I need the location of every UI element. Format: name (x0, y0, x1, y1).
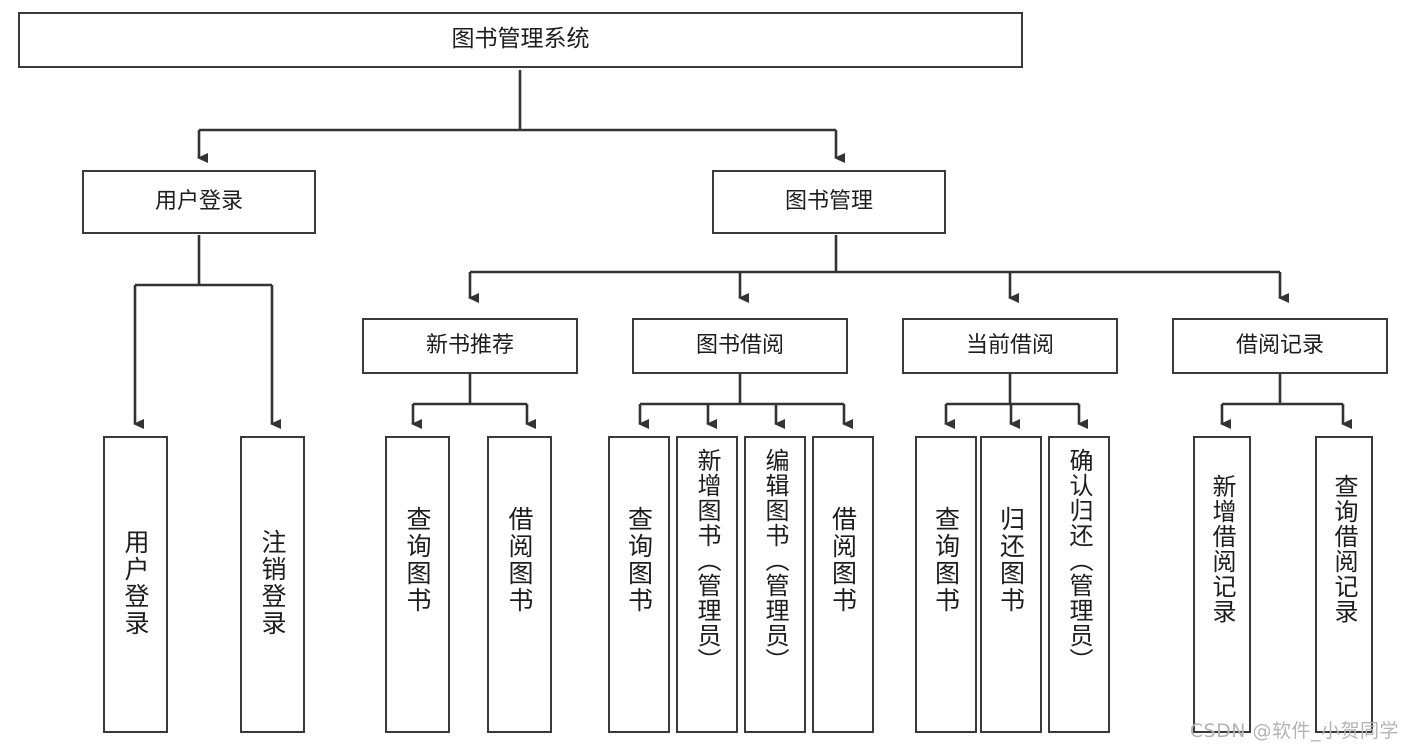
node-label: 借阅图书 (505, 506, 534, 614)
node-label: 图书管理 (784, 189, 873, 215)
node-leaf-query-book-borrow[interactable]: 查询图书 (608, 436, 670, 733)
node-leaf-logout[interactable]: 注销登录 (240, 436, 305, 733)
node-leaf-add-borrow-record[interactable]: 新增借阅记录 (1193, 436, 1251, 733)
node-label: 查询图书 (403, 506, 432, 614)
node-label: 借阅记录 (1235, 333, 1324, 359)
csdn-watermark: CSDN @软件_小贺同学 (1189, 720, 1399, 742)
node-label: 确认归还（管理员） (1065, 448, 1093, 673)
node-label: 图书管理系统 (451, 26, 590, 53)
node-label: 归还图书 (996, 506, 1026, 614)
node-leaf-query-book-current[interactable]: 查询图书 (915, 436, 977, 733)
node-book-management[interactable]: 图书管理 (712, 170, 946, 234)
node-label: 新增图书（管理员） (693, 448, 721, 673)
node-label: 用户登录 (121, 529, 150, 637)
node-user-login[interactable]: 用户登录 (82, 170, 316, 234)
node-label: 用户登录 (154, 189, 243, 215)
node-leaf-borrow-book-borrow[interactable]: 借阅图书 (812, 436, 874, 733)
node-label: 借阅图书 (828, 506, 858, 614)
node-label: 当前借阅 (965, 333, 1054, 359)
node-label: 编辑图书（管理员） (761, 448, 789, 673)
node-leaf-query-book-newbook[interactable]: 查询图书 (385, 436, 450, 733)
node-label: 查询图书 (624, 506, 654, 614)
node-leaf-confirm-return-admin[interactable]: 确认归还（管理员） (1048, 436, 1110, 733)
node-leaf-query-borrow-record[interactable]: 查询借阅记录 (1315, 436, 1373, 733)
node-label: 查询借阅记录 (1330, 474, 1358, 624)
node-leaf-user-login[interactable]: 用户登录 (103, 436, 168, 733)
node-leaf-borrow-book-newbook[interactable]: 借阅图书 (487, 436, 552, 733)
node-leaf-edit-book-admin[interactable]: 编辑图书（管理员） (744, 436, 806, 733)
node-current-borrow[interactable]: 当前借阅 (902, 318, 1118, 374)
node-label: 注销登录 (258, 529, 287, 637)
node-leaf-add-book-admin[interactable]: 新增图书（管理员） (676, 436, 738, 733)
node-leaf-return-book[interactable]: 归还图书 (980, 436, 1042, 733)
node-label: 新书推荐 (425, 333, 514, 359)
node-book-borrow[interactable]: 图书借阅 (632, 318, 848, 374)
node-root-book-management-system[interactable]: 图书管理系统 (18, 12, 1023, 68)
node-label: 新增借阅记录 (1208, 474, 1236, 624)
node-borrow-record[interactable]: 借阅记录 (1172, 318, 1388, 374)
node-new-book-recommend[interactable]: 新书推荐 (362, 318, 578, 374)
node-label: 图书借阅 (695, 333, 784, 359)
node-label: 查询图书 (931, 506, 961, 614)
